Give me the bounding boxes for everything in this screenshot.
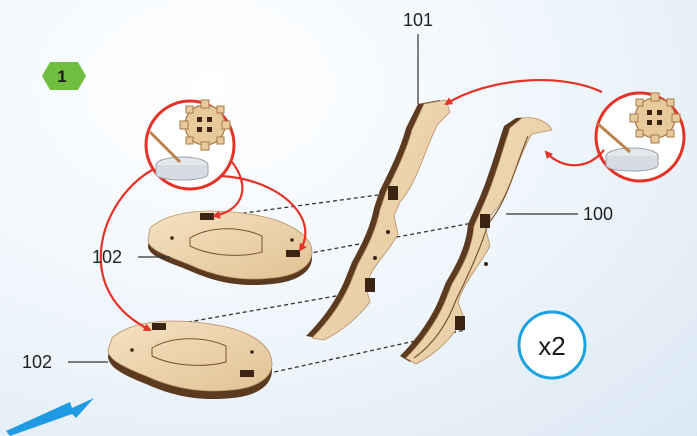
label-100: 100 bbox=[583, 204, 613, 224]
quantity-text: x2 bbox=[538, 331, 565, 361]
gear-icon bbox=[180, 100, 230, 150]
glue-callout-left bbox=[146, 100, 234, 189]
blue-arrow-icon bbox=[6, 398, 94, 436]
label-102-bottom: 102 bbox=[22, 352, 52, 372]
part-102-bottom bbox=[108, 321, 272, 399]
gear-icon bbox=[630, 93, 680, 143]
quantity-badge: x2 bbox=[519, 312, 585, 378]
step-number: 1 bbox=[57, 67, 66, 86]
part-102-top bbox=[148, 211, 312, 285]
glue-callout-right bbox=[596, 93, 684, 181]
step-badge: 1 bbox=[42, 62, 86, 90]
part-101 bbox=[306, 100, 450, 340]
label-102-top: 102 bbox=[92, 247, 122, 267]
label-101: 101 bbox=[403, 10, 433, 30]
